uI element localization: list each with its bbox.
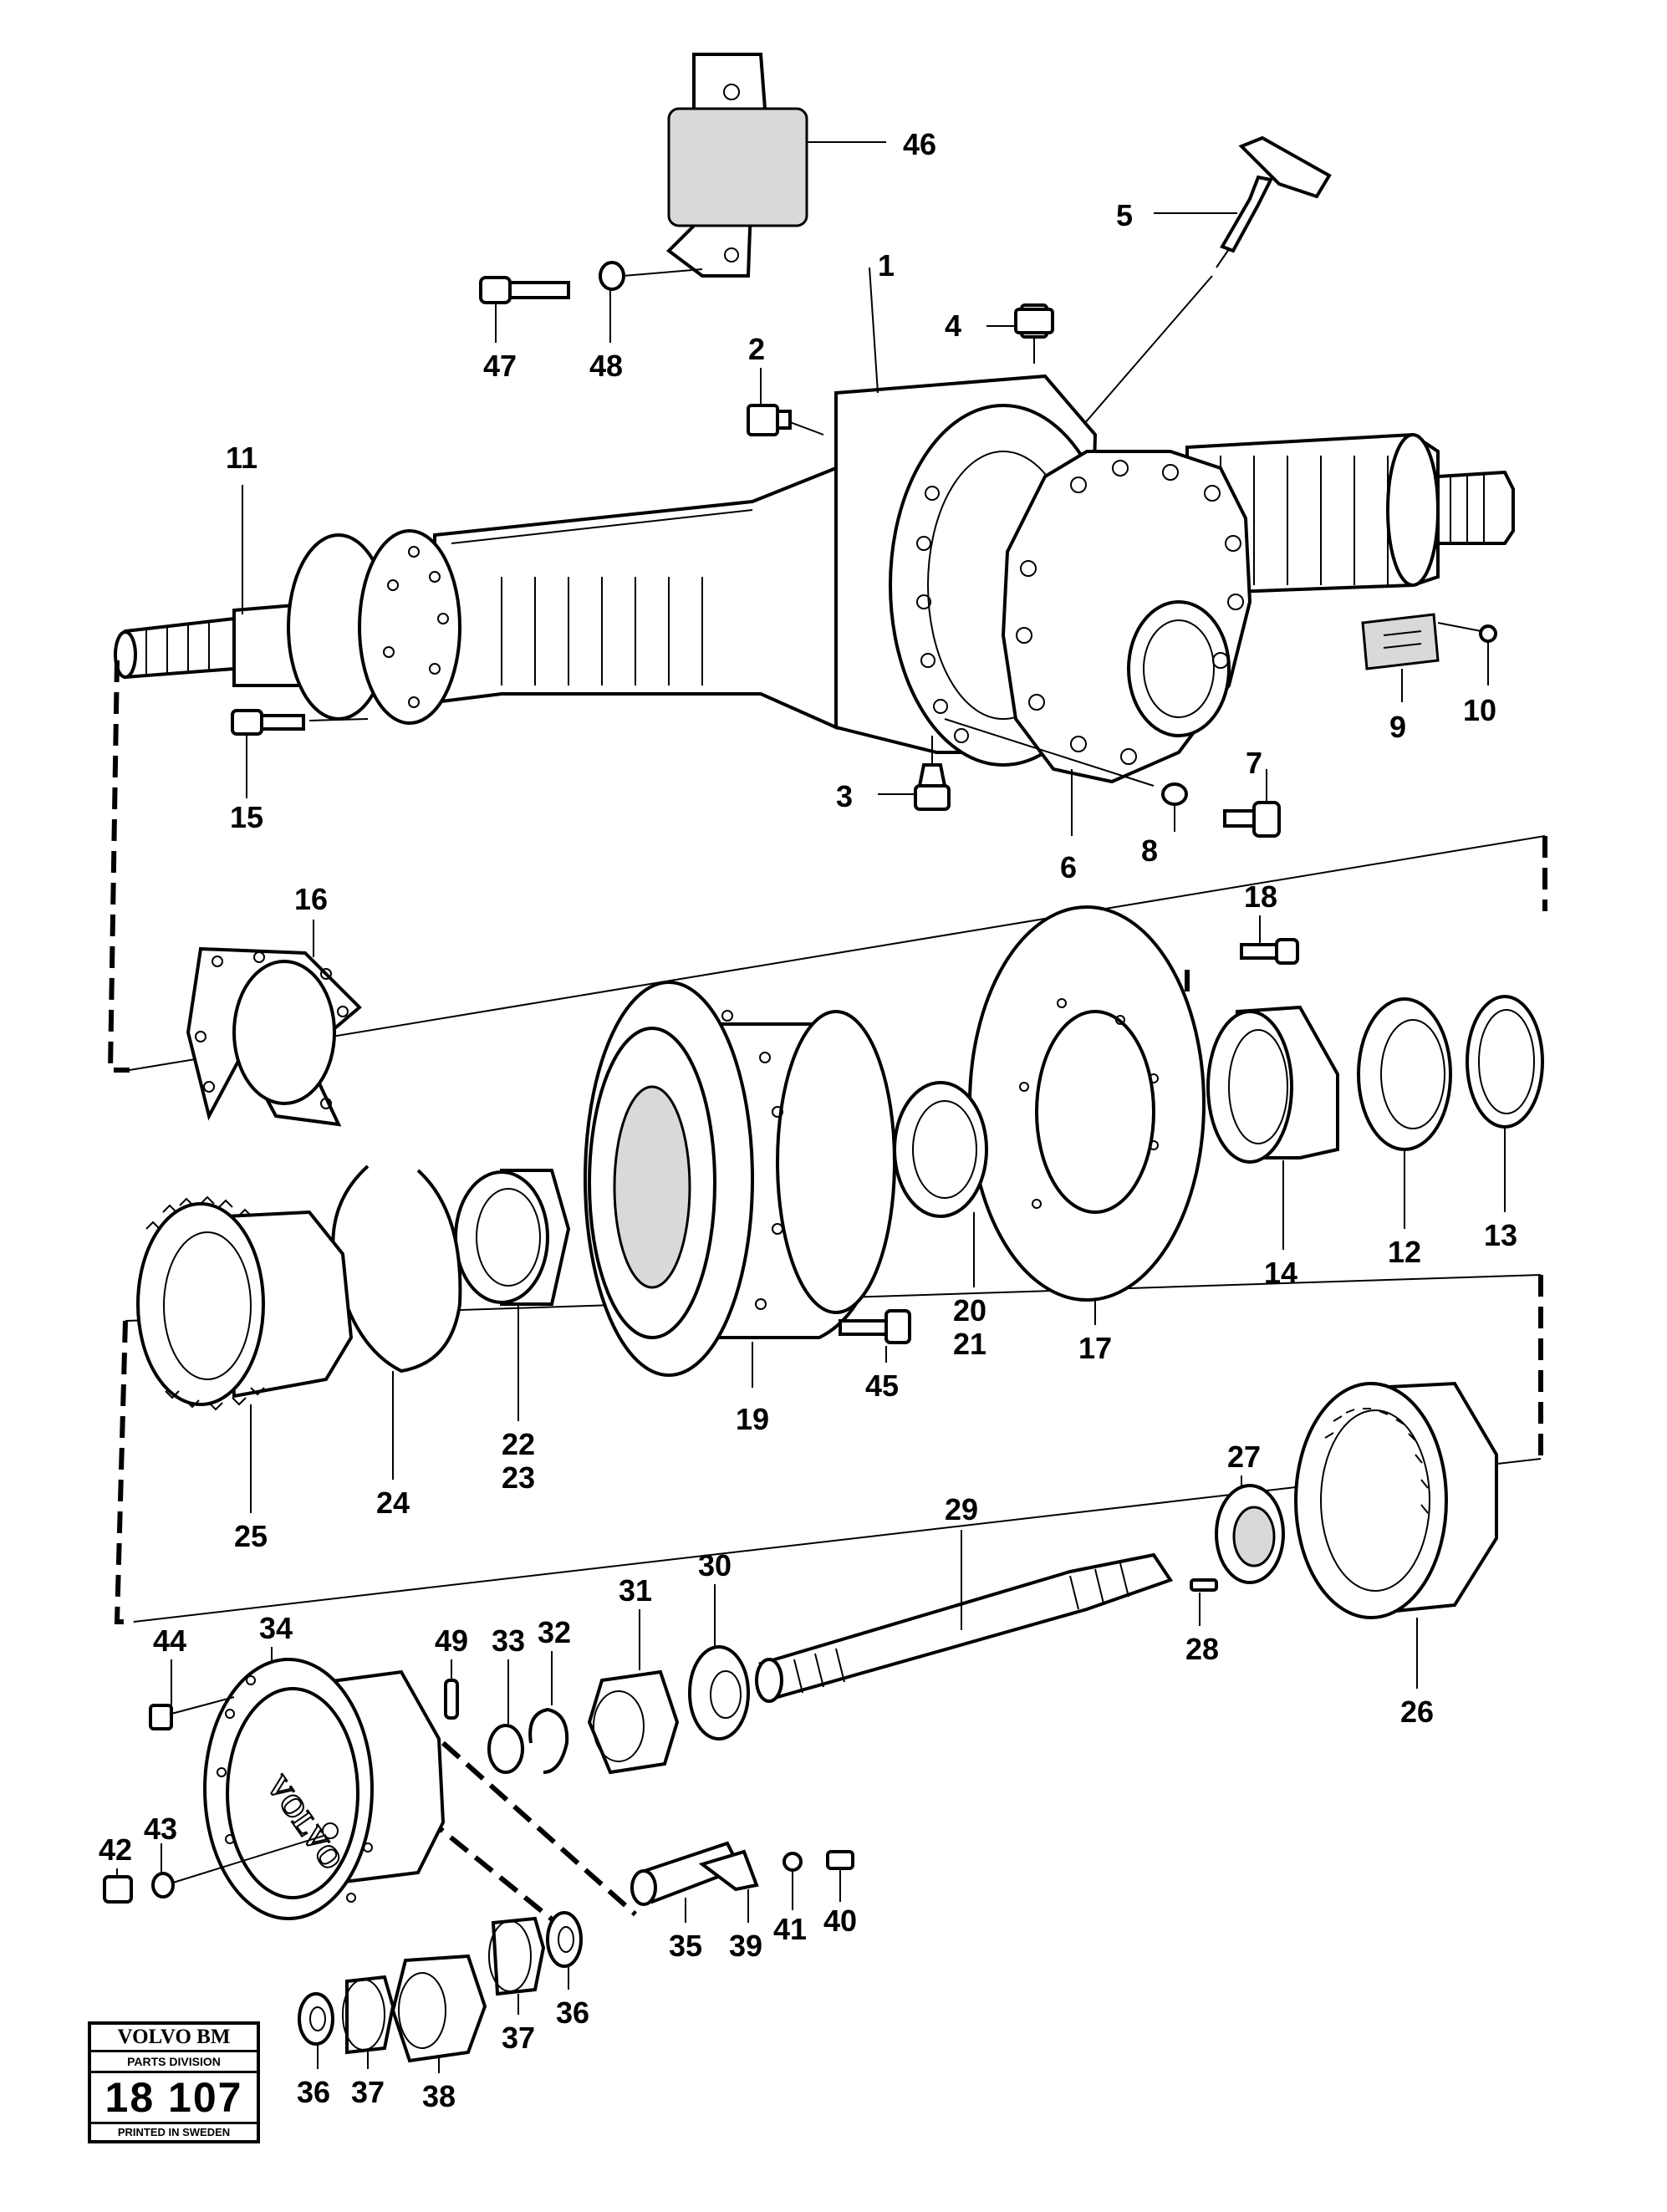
callout-2: 2	[748, 332, 765, 366]
part-33-bushing	[487, 1659, 524, 1774]
callout-26: 26	[1400, 1695, 1434, 1729]
diagram-code: 18 107	[91, 2073, 257, 2124]
callout-24: 24	[376, 1486, 410, 1520]
part-32-snap-ring	[528, 1651, 569, 1774]
callout-25: 25	[234, 1519, 268, 1553]
callout-46: 46	[903, 127, 936, 161]
callout-19: 19	[736, 1402, 769, 1436]
part-1-axle-housing	[433, 267, 1515, 767]
part-12-ring	[1357, 997, 1452, 1229]
callout-15: 15	[230, 800, 263, 834]
part-34-planet-carrier: VOLVO	[203, 1647, 446, 1920]
part-2-plug	[747, 368, 824, 436]
part-19-wheel-hub	[584, 981, 896, 1388]
part-49-pin	[444, 1659, 459, 1720]
callout-21: 21	[953, 1327, 986, 1361]
part-4-switch	[986, 303, 1054, 364]
callout-39: 39	[729, 1929, 762, 1963]
callout-12: 12	[1388, 1235, 1421, 1269]
callout-42: 42	[99, 1832, 132, 1867]
callout-27: 27	[1227, 1440, 1261, 1474]
part-17-brake-disc	[968, 905, 1206, 1325]
part-45-bolt	[839, 1309, 911, 1363]
part-28-screw	[1190, 1578, 1218, 1626]
callout-18: 18	[1244, 879, 1277, 914]
callout-37a: 37	[351, 2075, 385, 2109]
callout-35: 35	[669, 1929, 702, 1963]
callout-38: 38	[422, 2079, 456, 2113]
callout-31: 31	[619, 1573, 652, 1608]
callout-16: 16	[294, 882, 328, 916]
part-27-gear-hub	[1215, 1476, 1285, 1584]
callout-36a: 36	[297, 2075, 330, 2109]
part-35-planet-pin	[630, 1841, 759, 1923]
callout-3: 3	[836, 779, 853, 813]
part-18-bolt	[1240, 915, 1299, 965]
logo-brand: VOLVO BM	[91, 2025, 257, 2052]
callout-5: 5	[1116, 198, 1133, 232]
callout-32: 32	[538, 1615, 571, 1649]
callout-36b: 36	[556, 1995, 589, 2030]
logo-printed: PRINTED IN SWEDEN	[117, 2126, 231, 2138]
callout-43: 43	[144, 1812, 177, 1846]
part-7-8-bolt-washer	[944, 718, 1281, 838]
part-6-differential-cover	[1001, 450, 1252, 836]
volvo-bm-logo-box: VOLVO BM PARTS DIVISION 18 107 PRINTED I…	[88, 2021, 260, 2143]
callout-29: 29	[945, 1492, 978, 1526]
part-40-41-screw-washer	[783, 1850, 854, 1910]
part-46-bracket	[665, 53, 886, 278]
logo-division: PARTS DIVISION	[91, 2052, 257, 2073]
part-13-ring	[1466, 995, 1544, 1212]
part-22-23-bearing	[454, 1169, 571, 1421]
callout-labels: 1 2 3 4 5 6 7 8 9 10 11 12 13 14 15 16 1…	[99, 127, 1517, 2113]
callout-14: 14	[1264, 1256, 1297, 1290]
callout-34: 34	[259, 1611, 293, 1645]
callout-10: 10	[1463, 693, 1496, 727]
callout-37b: 37	[502, 2021, 535, 2055]
callout-20: 20	[953, 1293, 986, 1328]
callout-44: 44	[153, 1623, 186, 1658]
part-44-bolt	[149, 1659, 235, 1730]
callout-8: 8	[1141, 833, 1158, 868]
part-29-sun-shaft	[755, 1530, 1174, 1703]
callout-47: 47	[483, 349, 517, 383]
part-16-gasket	[186, 920, 362, 1127]
part-3-drain-plug	[878, 736, 951, 811]
callout-45: 45	[865, 1368, 899, 1403]
callout-13: 13	[1484, 1218, 1517, 1252]
part-9-10-plate-screw	[1361, 613, 1497, 702]
part-31-planet-gear	[587, 1609, 680, 1775]
callout-41: 41	[773, 1912, 807, 1946]
part-42-43-plug-washer	[103, 1834, 327, 1904]
callout-33: 33	[492, 1623, 525, 1658]
callout-48: 48	[589, 349, 623, 383]
part-30-thrust-washer	[688, 1584, 750, 1741]
callout-4: 4	[945, 308, 961, 343]
callout-22: 22	[502, 1427, 535, 1461]
callout-30: 30	[698, 1548, 732, 1583]
part-11-axle-shaft	[114, 485, 461, 798]
part-36-37-38-bearing-gear-set	[298, 1911, 583, 2073]
part-20-21-seal	[893, 1081, 988, 1287]
part-14-bearing	[1206, 1005, 1339, 1250]
callout-7: 7	[1246, 746, 1262, 780]
callout-1: 1	[878, 248, 895, 283]
callout-9: 9	[1389, 710, 1406, 744]
callout-17: 17	[1078, 1331, 1112, 1365]
part-26-internal-gear	[1294, 1381, 1498, 1689]
part-24-snap-ring	[331, 1165, 462, 1480]
callout-49: 49	[435, 1623, 468, 1658]
part-5-sensor	[1078, 135, 1332, 431]
callout-23: 23	[502, 1460, 535, 1495]
callout-11: 11	[226, 441, 257, 475]
callout-40: 40	[823, 1904, 857, 1938]
part-47-48-bolt-washer	[479, 261, 703, 343]
callout-28: 28	[1185, 1632, 1219, 1666]
part-25-ring-gear	[136, 1195, 354, 1513]
callout-6: 6	[1060, 850, 1077, 884]
